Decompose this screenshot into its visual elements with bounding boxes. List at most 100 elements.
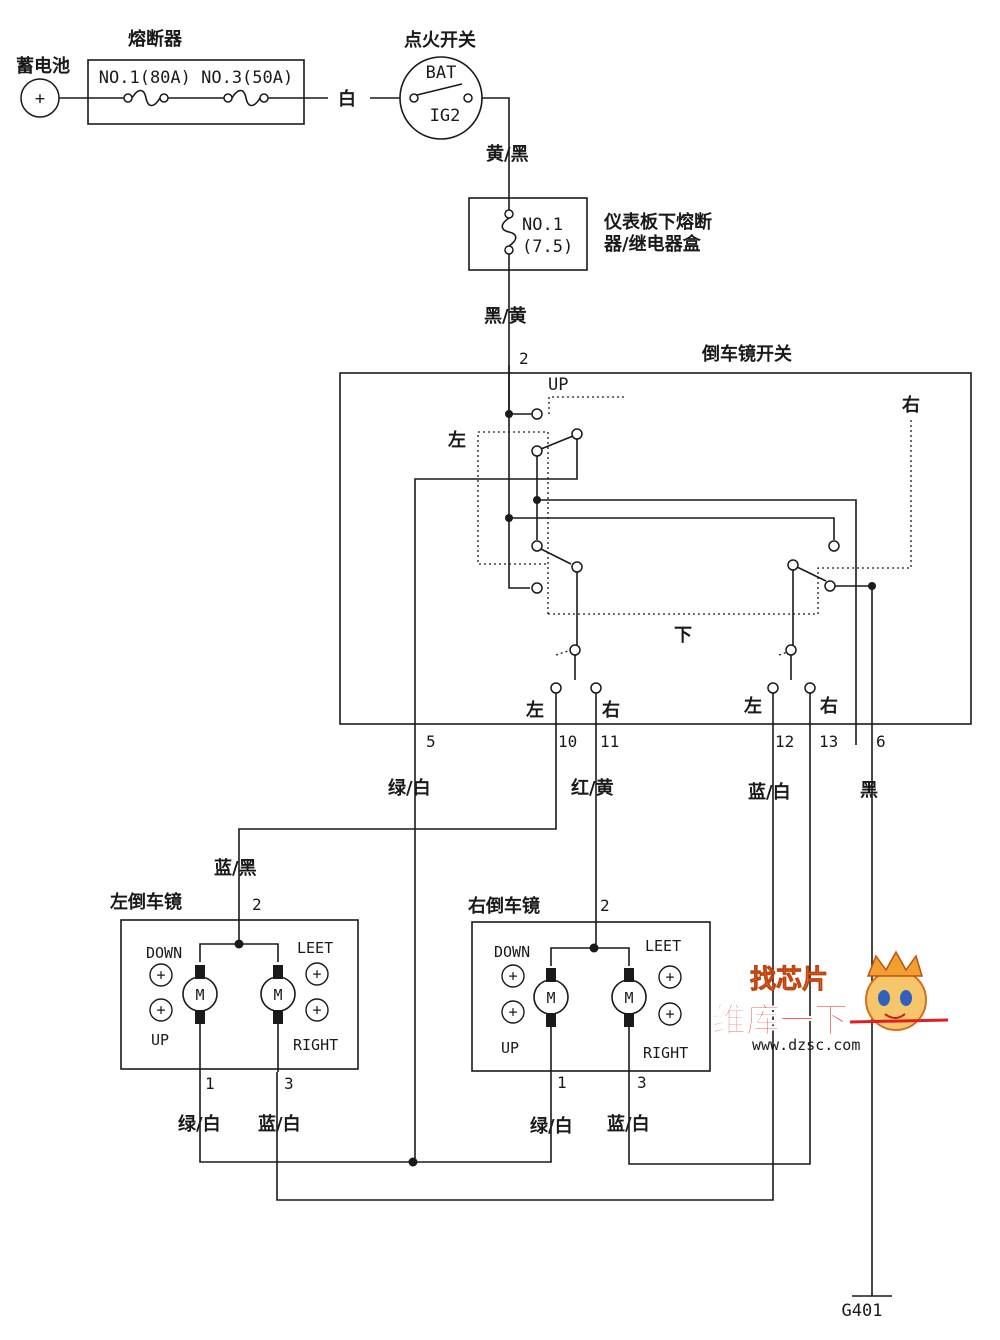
battery-label: 蓄电池 (16, 55, 70, 77)
ld-contact-bottom (531, 582, 543, 594)
ld-pivot (571, 561, 583, 573)
sel-left-l (550, 682, 562, 694)
linkage-left (477, 431, 549, 614)
harness-black-label: 黑 (860, 780, 878, 801)
panel-fuse-label-2: 器/继电器盒 (603, 233, 702, 255)
fuse3-element (231, 89, 261, 107)
feed-cross (509, 517, 835, 540)
rd-contact-bottom (824, 580, 836, 592)
ground-label: G401 (842, 1301, 883, 1321)
linkage-sel-l (555, 649, 572, 656)
panel-fuse-term-b (504, 245, 514, 255)
lm-up-plus: + (156, 1001, 165, 1019)
rm-m1-brush-top (546, 968, 556, 982)
harness-red-yellow-label: 红/黄 (571, 777, 614, 799)
rm-left-plus-ring (658, 965, 682, 989)
rm-down-plus-ring (501, 964, 525, 988)
up-blade (540, 435, 574, 450)
harness-blue-white (276, 745, 774, 1201)
panel-fuse-number: NO.1 (522, 215, 563, 235)
switch-pin-10: 10 (558, 732, 577, 751)
panel-fuse-box: NO.1 (7.5) 仪表板下熔断 器/继电器盒 (468, 197, 712, 271)
fuse1-term-a (123, 93, 133, 103)
watermark-logo: 找芯片 维库一下 www.dzsc.com (712, 950, 949, 1054)
left-mirror-pin-2: 2 (252, 895, 262, 914)
wire-yellow-black (482, 97, 510, 198)
rm-down-label: DOWN (494, 943, 530, 961)
switch-pin-13: 13 (819, 732, 838, 751)
wire-white-label: 白 (338, 88, 356, 110)
panel-fuse-rect (468, 197, 588, 271)
panel-fuse-label-1: 仪表板下熔断 (603, 211, 712, 233)
sel-left-common (569, 644, 581, 656)
sel-left-r (590, 682, 602, 694)
rm-right-plus: + (665, 1005, 674, 1023)
panel-fuse-rating: (7.5) (522, 237, 573, 257)
rm-up-plus-ring (501, 1000, 525, 1024)
linkage-up (548, 396, 625, 414)
lm-left-plus: + (312, 965, 321, 983)
watermark-url: www.dzsc.com (752, 1036, 860, 1054)
up-pivot (571, 428, 583, 440)
lm-up-label: UP (151, 1031, 169, 1049)
right-mirror: 右倒车镜 2 M M DOWN + + UP LEET + + RIGHT 1 … (468, 895, 711, 1137)
lm-motor-1-label: M (195, 986, 204, 1004)
fuse-block-label: 熔断器 (128, 28, 183, 50)
mascot-eye-left (878, 990, 890, 1006)
rm-pin-1: 1 (557, 1073, 567, 1092)
ignition-label: 点火开关 (404, 29, 476, 51)
mascot-crown (866, 950, 924, 977)
switch-right-label: 右 (902, 394, 920, 416)
switch-left-label: 左 (448, 429, 466, 451)
rm-m1-brush-bottom (546, 1013, 556, 1027)
lm-m1-brush-top (195, 965, 205, 979)
lm-m1-brush-bottom (195, 1010, 205, 1024)
left-mirror-box (120, 919, 359, 1070)
wire-to-pin5 (414, 439, 578, 745)
rm-motor-1-label: M (546, 989, 555, 1007)
rm-left-plus: + (665, 968, 674, 986)
linkage-right-down (548, 420, 912, 615)
harness-motor-common (199, 1072, 552, 1163)
ground-g401: G401 (842, 1295, 892, 1321)
harness-blue-black (238, 745, 557, 944)
wire-to-pin13 (537, 499, 857, 745)
fuse3-term-b (259, 93, 269, 103)
sel-right-l (767, 682, 779, 694)
fuse1-term-b (159, 93, 169, 103)
switch-down-label: 下 (674, 625, 692, 646)
mascot-icon (849, 950, 949, 1031)
ignition-bat: BAT (426, 63, 457, 83)
panel-fuse-element (501, 217, 517, 247)
right-mirror-box (471, 921, 711, 1072)
ignition-contact (416, 83, 463, 96)
switch-pin-6: 6 (876, 732, 886, 751)
harness-13 (628, 745, 811, 1165)
left-mirror: 左倒车镜 2 M M DOWN + + UP LEET + + RIGHT 1 … (110, 891, 359, 1135)
sel-right-common (785, 644, 797, 656)
rm-up-label: UP (501, 1039, 519, 1057)
lm-down-label: DOWN (146, 944, 182, 962)
mirror-switch-label: 倒车镜开关 (701, 343, 792, 365)
rm-right-plus-ring (658, 1002, 682, 1026)
lm-m2-brush-top (273, 965, 283, 979)
battery-sign: + (35, 89, 45, 109)
lm-motor-2-label: M (273, 986, 282, 1004)
fuse-block-box (87, 59, 305, 125)
ignition-switch: 点火开关 BAT IG2 (399, 29, 483, 140)
mascot-mouth (884, 1013, 906, 1019)
right-mirror-pin-2: 2 (600, 896, 610, 915)
sel-right-l-label: 左 (744, 695, 762, 717)
junction-motor-common (408, 1157, 418, 1167)
ld-contact-top (531, 540, 543, 552)
sel-left-l-label: 左 (526, 699, 544, 721)
lm-pin-1: 1 (205, 1074, 215, 1093)
wire-black-yellow-label: 黑/黄 (484, 305, 527, 327)
sel-right-r-label: 右 (820, 695, 838, 717)
mascot-wand (849, 1018, 949, 1024)
ld-blade (540, 548, 572, 565)
lm-left-plus-ring (305, 962, 329, 986)
lm-green-white-label: 绿/白 (178, 1113, 221, 1135)
up-common (531, 445, 543, 457)
